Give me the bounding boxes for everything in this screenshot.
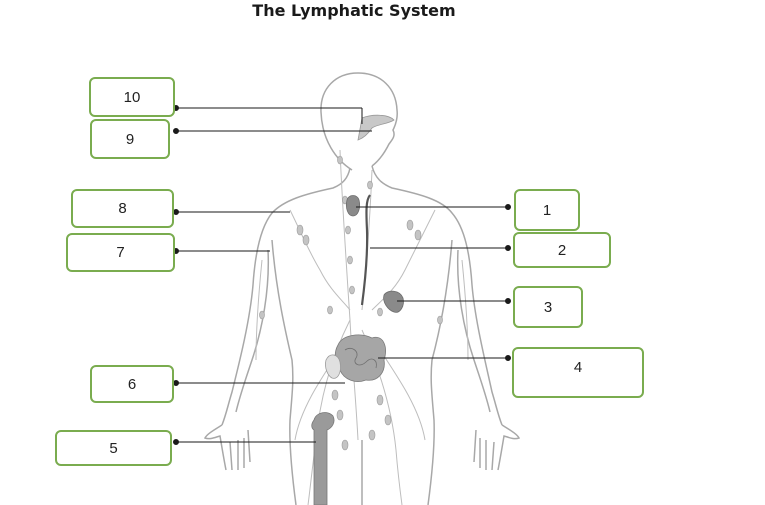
bone-marrow-shape [311,412,335,505]
label-number: 3 [543,298,553,316]
spleen-shape [383,290,404,313]
label-number: 5 [109,439,118,457]
label-number: 9 [125,130,135,148]
label-box-6[interactable]: 6 [90,365,174,403]
thoracic-duct-shape [360,194,371,306]
label-number: 1 [542,201,552,219]
label-number: 7 [116,244,125,261]
label-number: 10 [123,88,141,106]
tonsil-shape [357,114,395,141]
label-number: 4 [573,359,583,376]
label-box-7[interactable]: 7 [66,233,175,272]
label-box-10[interactable]: 10 [89,77,175,117]
diagram-title: The Lymphatic System [252,1,456,20]
label-number: 8 [118,200,127,217]
appendix-shape [325,354,341,379]
label-box-4[interactable]: 4 [512,347,644,398]
label-box-1[interactable]: 1 [514,189,580,231]
label-box-8[interactable]: 8 [71,189,174,228]
label-box-3[interactable]: 3 [513,286,583,328]
lymph-vessels [255,149,469,505]
label-number: 6 [127,375,137,393]
label-box-9[interactable]: 9 [90,119,170,159]
body-outline [203,72,521,505]
label-box-5[interactable]: 5 [55,430,172,466]
intestine-shape [334,334,386,382]
label-box-2[interactable]: 2 [513,232,611,268]
thymus-shape [345,195,361,217]
organs [311,114,404,505]
leader-lines [173,105,511,445]
label-number: 2 [557,241,567,259]
